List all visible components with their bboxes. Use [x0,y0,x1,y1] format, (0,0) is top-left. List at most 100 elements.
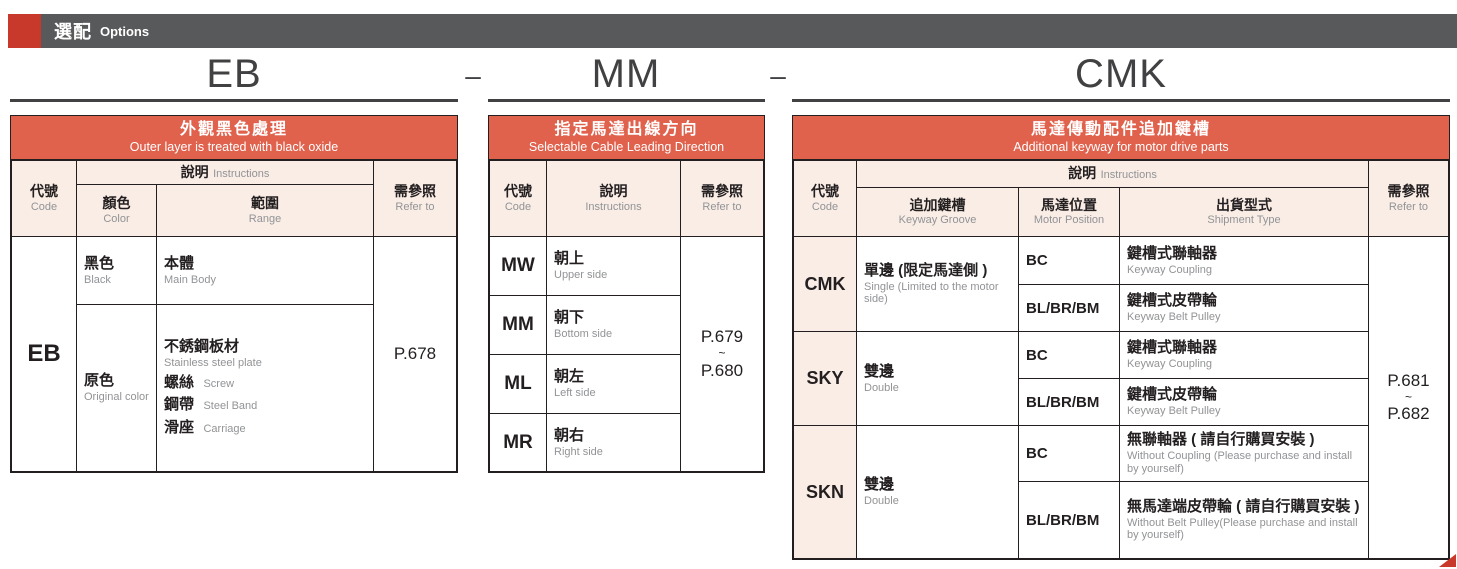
range-item-screw-en: Screw [203,377,235,390]
eb-cell-refer: P.678 [373,236,457,472]
cmk-header-code-zh: 代號 [811,183,839,200]
mm-cell-code-mr: MR [489,413,547,472]
table-eb: 外觀黑色處理 Outer layer is treated with black… [10,115,458,473]
mm-header-refer-en: Refer to [702,200,742,213]
eb-header-code-zh: 代號 [30,183,58,200]
cmk-header-code: 代號 Code [793,160,857,237]
range-item-carriage-zh: 滑座 [164,419,195,437]
ship-pulley-1-zh: 鍵槽式皮帶輪 [1127,292,1218,310]
heading-separator-1: – [465,60,481,91]
table-mm-grid: 代號 Code 說明 Instructions 需參照 Refer to MW [489,160,764,472]
heading-rule-mm [488,99,765,102]
cmk-header-keyway-en: Keyway Groove [898,214,977,227]
cmk-header-keyway-zh: 追加鍵槽 [909,196,966,213]
range-item-steelband: 鋼帶 Steel Band [164,396,366,415]
eb-header-range-zh: 範圍 [251,195,279,212]
eb-cell-range-mainbody: 本體 Main Body [156,236,374,305]
table-cmk-title-zh: 馬達傳動配件追加鍵槽 [1030,120,1211,138]
cmk-header-instructions: 說明 Instructions [856,160,1369,188]
table-eb-header: 外觀黑色處理 Outer layer is treated with black… [11,116,457,160]
mm-header-code-en: Code [504,200,532,213]
banner-title-en: Options [100,23,150,39]
table-eb-title-zh: 外觀黑色處理 [179,120,288,138]
mm-header-refer: 需參照 Refer to [680,160,764,237]
eb-header-refer: 需參照 Refer to [373,160,457,237]
cmk-cell-ship-coupling-1: 鍵槽式聯軸器 Keyway Coupling [1119,236,1369,285]
ship-coupling-2-en: Keyway Coupling [1127,358,1212,371]
cmk-cell-motor-bc-2: BC [1018,331,1120,379]
ship-pulley-1-en: Keyway Belt Pulley [1127,311,1221,324]
table-mm: 指定馬達出線方向 Selectable Cable Leading Direct… [488,115,765,473]
heading-mm: MM [591,52,661,96]
corner-accent-triangle [1439,554,1456,567]
color-black-zh: 黑色 [84,254,115,272]
keyway-single-zh: 單邊 (限定馬達側 ) [864,261,988,279]
eb-header-refer-en: Refer to [395,200,435,213]
cmk-header-instructions-zh: 說明 [1068,165,1097,181]
range-item-stainless: 不銹鋼板材 Stainless steel plate [164,338,366,369]
range-item-carriage-en: Carriage [203,423,246,436]
range-item-carriage: 滑座 Carriage [164,419,366,438]
range-item-steelband-zh: 鋼帶 [164,396,195,414]
eb-cell-color-black: 黑色 Black [76,236,157,305]
keyway-single-en: Single (Limited to the motor side) [864,280,999,306]
table-cmk: 馬達傳動配件追加鍵槽 Additional keyway for motor d… [792,115,1450,560]
eb-header-color-zh: 顏色 [102,195,131,212]
ship-pulley-2-zh: 鍵槽式皮帶輪 [1127,386,1218,404]
color-original-zh: 原色 [84,372,115,390]
ship-coupling-1-en: Keyway Coupling [1127,263,1212,276]
eb-header-instructions: 說明 Instructions [76,160,374,185]
mm-cell-code-mm: MM [489,295,547,355]
ship-pulley-2-en: Keyway Belt Pulley [1127,405,1221,418]
cmk-header-keyway: 追加鍵槽 Keyway Groove [856,187,1019,237]
mm-cell-code-ml: ML [489,354,547,414]
mm-instr-ml-zh: 朝左 [554,368,585,386]
cmk-cell-motor-bl-3: BL/BR/BM [1018,481,1120,559]
cmk-header-motor: 馬達位置 Motor Position [1018,187,1120,237]
keyway-double-skn-en: Double [864,495,899,508]
eb-header-range: 範圍 Range [156,184,374,237]
cmk-cell-code-sky: SKY [793,331,857,426]
color-original-en: Original color [84,391,149,404]
table-cmk-title-en: Additional keyway for motor drive parts [1013,140,1229,155]
table-cmk-header: 馬達傳動配件追加鍵槽 Additional keyway for motor d… [793,116,1449,160]
mm-header-instructions-zh: 說明 [599,183,628,200]
eb-cell-range-list: 不銹鋼板材 Stainless steel plate 螺絲 Screw 鋼帶 … [156,304,374,472]
cmk-cell-ship-nopulley: 無馬達端皮帶輪 ( 請自行購買安裝 ) Without Belt Pulley(… [1119,481,1369,559]
options-banner: 選配 Options [8,14,1457,48]
ship-nopulley-en: Without Belt Pulley(Please purchase and … [1127,516,1358,542]
table-mm-header: 指定馬達出線方向 Selectable Cable Leading Direct… [489,116,764,160]
eb-header-instructions-zh: 說明 [180,163,209,180]
cmk-header-shipment-en: Shipment Type [1207,214,1281,227]
eb-header-color: 顏色 Color [76,184,157,237]
heading-rule-eb [10,99,458,102]
table-mm-title-zh: 指定馬達出線方向 [554,120,699,138]
cmk-cell-ship-nocoupling: 無聯軸器 ( 請自行購買安裝 ) Without Coupling (Pleas… [1119,425,1369,482]
cmk-header-instructions-en: Instructions [1100,169,1157,181]
mm-refer-bottom: P.680 [700,360,744,380]
cmk-header-motor-en: Motor Position [1033,214,1105,227]
cmk-refer-bottom: P.682 [1387,404,1430,424]
range-mainbody-zh: 本體 [164,254,195,272]
cmk-cell-keyway-double-sky: 雙邊 Double [856,331,1019,426]
cmk-refer-top: P.681 [1387,370,1430,390]
mm-instr-mr-zh: 朝右 [554,426,585,444]
mm-header-instructions-en: Instructions [585,200,642,213]
table-mm-title-en: Selectable Cable Leading Direction [528,140,725,155]
table-cmk-grid: 代號 Code 說明 Instructions 需參照 Refer to 追加鍵… [793,160,1449,559]
ship-coupling-1-zh: 鍵槽式聯軸器 [1127,244,1218,262]
keyway-double-sky-zh: 雙邊 [864,362,895,380]
keyway-double-skn-zh: 雙邊 [864,476,895,494]
cmk-header-shipment-zh: 出貨型式 [1216,196,1272,213]
mm-refer-top: P.679 [700,327,744,347]
mm-instr-mr-en: Right side [554,445,603,458]
mm-header-refer-zh: 需參照 [701,183,743,200]
mm-instr-mm-en: Bottom side [554,328,613,341]
mm-header-instructions: 說明 Instructions [546,160,681,237]
range-item-stainless-zh: 不銹鋼板材 [164,338,240,356]
eb-header-code: 代號 Code [11,160,77,237]
eb-cell-color-original: 原色 Original color [76,304,157,472]
cmk-cell-motor-bl-2: BL/BR/BM [1018,378,1120,426]
mm-instr-ml-en: Left side [554,387,596,400]
